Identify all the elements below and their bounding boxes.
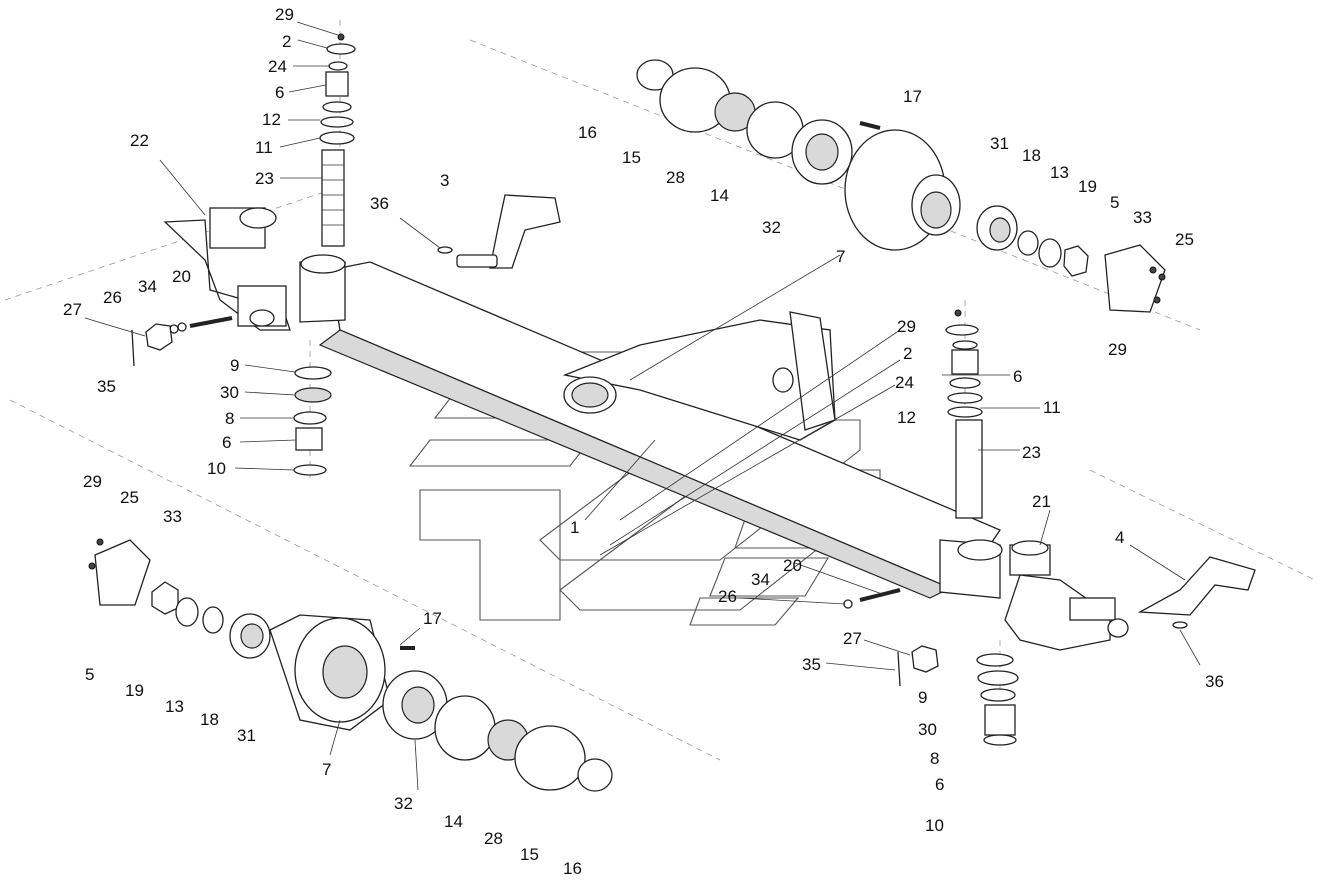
callout: 20 bbox=[783, 556, 802, 575]
callout: 32 bbox=[394, 794, 413, 813]
callout: 36 bbox=[1205, 672, 1224, 691]
callout: 5 bbox=[85, 665, 94, 684]
callout: 15 bbox=[520, 845, 539, 864]
callout: 35 bbox=[802, 655, 821, 674]
callout: 33 bbox=[1133, 208, 1152, 227]
callout: 9 bbox=[918, 688, 927, 707]
callout: 4 bbox=[1115, 528, 1124, 547]
callout: 3 bbox=[440, 171, 449, 190]
callout: 27 bbox=[843, 629, 862, 648]
left-fasteners bbox=[131, 316, 233, 367]
callout: 16 bbox=[563, 859, 582, 878]
callout: 29 bbox=[275, 5, 294, 24]
upper-left-kingpin-stack bbox=[319, 33, 356, 247]
callout: 13 bbox=[165, 697, 184, 716]
callout: 9 bbox=[230, 356, 239, 375]
callout: 21 bbox=[1032, 492, 1051, 511]
callout: 16 bbox=[578, 123, 597, 142]
callout: 12 bbox=[262, 110, 281, 129]
callout: 7 bbox=[322, 760, 331, 779]
callout: 29 bbox=[1108, 340, 1127, 359]
callout: 2 bbox=[282, 32, 291, 51]
callout: 30 bbox=[220, 383, 239, 402]
callout: 14 bbox=[710, 186, 729, 205]
callout: 12 bbox=[897, 408, 916, 427]
callout: 13 bbox=[1050, 163, 1069, 182]
steering-lever-lower bbox=[1137, 556, 1256, 629]
callout: 5 bbox=[1110, 193, 1119, 212]
callout: 23 bbox=[255, 169, 274, 188]
callout: 27 bbox=[63, 300, 82, 319]
right-steering-knuckle bbox=[1004, 540, 1129, 651]
callout: 6 bbox=[1013, 367, 1022, 386]
callout: 34 bbox=[751, 570, 770, 589]
callout: 1 bbox=[570, 518, 579, 537]
callout: 22 bbox=[130, 131, 149, 150]
callout: 8 bbox=[930, 749, 939, 768]
callout: 14 bbox=[444, 812, 463, 831]
callout: 28 bbox=[484, 829, 503, 848]
callout: 6 bbox=[222, 433, 231, 452]
callout: 36 bbox=[370, 194, 389, 213]
callout: 26 bbox=[718, 587, 737, 606]
callout: 30 bbox=[918, 720, 937, 739]
callout: 17 bbox=[423, 609, 442, 628]
lower-left-hub-assembly bbox=[88, 538, 613, 792]
callout: 15 bbox=[622, 148, 641, 167]
callout: 35 bbox=[97, 377, 116, 396]
callout: 7 bbox=[836, 247, 845, 266]
callout: 31 bbox=[990, 134, 1009, 153]
callout: 24 bbox=[268, 57, 287, 76]
callout: 31 bbox=[237, 726, 256, 745]
callout: 28 bbox=[666, 168, 685, 187]
callout: 6 bbox=[275, 83, 284, 102]
callout: 11 bbox=[1043, 398, 1061, 417]
left-steering-knuckle bbox=[163, 207, 291, 331]
axle-beam bbox=[299, 254, 1003, 599]
callout: 29 bbox=[897, 317, 916, 336]
callout: 34 bbox=[138, 277, 157, 296]
steering-lever-upper bbox=[437, 194, 561, 269]
callout: 10 bbox=[925, 816, 944, 835]
callout: 23 bbox=[1022, 443, 1041, 462]
right-fasteners bbox=[843, 588, 939, 687]
callout: 20 bbox=[172, 267, 191, 286]
callout: 11 bbox=[255, 138, 273, 157]
callout: 25 bbox=[1175, 230, 1194, 249]
upper-right-kingpin-stack bbox=[945, 309, 983, 519]
callout: 24 bbox=[895, 373, 914, 392]
callout: 18 bbox=[1022, 146, 1041, 165]
callout: 26 bbox=[103, 288, 122, 307]
callout: 19 bbox=[1078, 177, 1097, 196]
callout: 19 bbox=[125, 681, 144, 700]
lower-right-kingpin-stack bbox=[976, 653, 1019, 746]
callout: 32 bbox=[762, 218, 781, 237]
callout: 17 bbox=[903, 87, 922, 106]
callout: 18 bbox=[200, 710, 219, 729]
callout: 33 bbox=[163, 507, 182, 526]
lower-left-kingpin-stack bbox=[293, 366, 332, 476]
callout: 2 bbox=[903, 344, 912, 363]
callout: 6 bbox=[935, 775, 944, 794]
callout: 29 bbox=[83, 472, 102, 491]
callout: 8 bbox=[225, 409, 234, 428]
callout-labels: 29 2 24 6 12 11 23 22 20 34 26 27 35 9 3… bbox=[63, 5, 1224, 878]
upper-right-hub-assembly bbox=[636, 59, 1166, 313]
callout: 10 bbox=[207, 459, 226, 478]
leader-lines bbox=[84, 21, 1201, 791]
callout: 25 bbox=[120, 488, 139, 507]
